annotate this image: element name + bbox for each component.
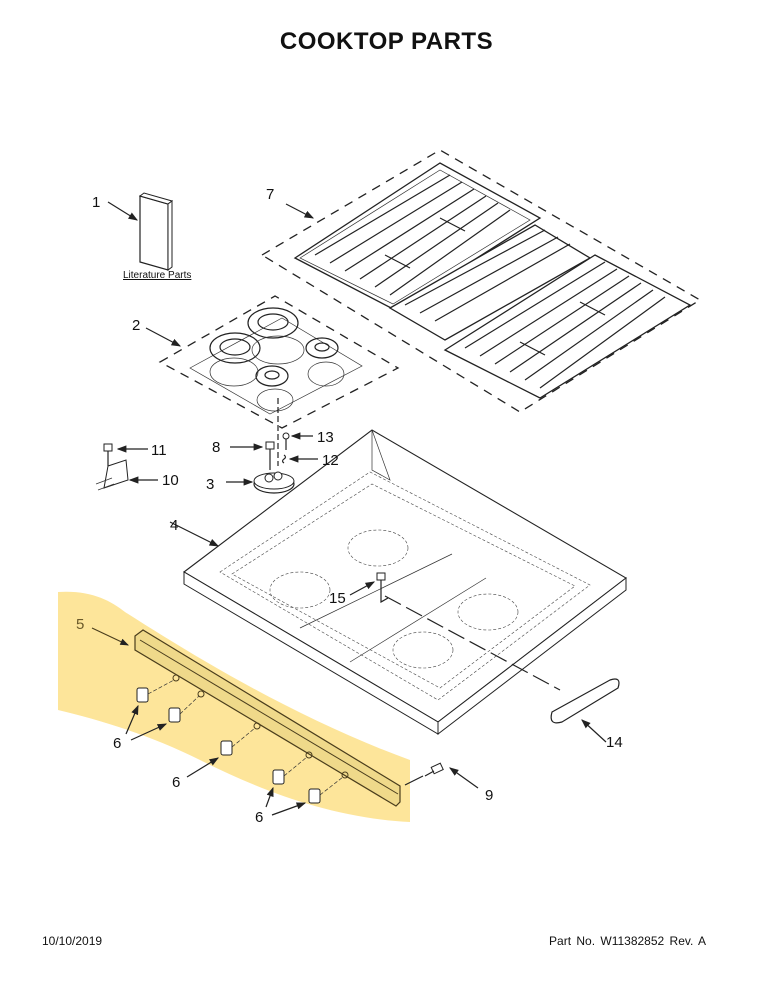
page-title: COOKTOP PARTS bbox=[279, 28, 494, 55]
callout-7: 7 bbox=[266, 186, 274, 203]
callout-2: 2 bbox=[132, 317, 140, 334]
document-date: 10/10/2019 bbox=[42, 934, 103, 948]
grate-foot-part-14[interactable] bbox=[550, 678, 620, 724]
burner-base-part-3[interactable] bbox=[253, 471, 295, 494]
spring-part-12[interactable] bbox=[281, 454, 287, 464]
screw-part-9[interactable] bbox=[404, 762, 444, 786]
callout-10: 10 bbox=[162, 472, 179, 489]
callout-1: 1 bbox=[92, 194, 100, 211]
callout-8: 8 bbox=[212, 439, 220, 456]
callout-3: 3 bbox=[206, 476, 214, 493]
knob-part-6[interactable] bbox=[136, 687, 321, 804]
callout-6c: 6 bbox=[255, 809, 263, 826]
callout-14: 14 bbox=[606, 734, 623, 751]
literature-parts-label: Literature Parts bbox=[123, 270, 191, 281]
callout-13: 13 bbox=[317, 429, 334, 446]
callout-5: 5 bbox=[76, 616, 84, 633]
grates-assembly[interactable] bbox=[260, 149, 702, 413]
cooktop-main-top[interactable] bbox=[183, 429, 627, 736]
control-panel-trim-part-5[interactable] bbox=[134, 629, 401, 807]
callout-15: 15 bbox=[329, 590, 346, 607]
part-number: Part No. W11382852 Rev. A bbox=[549, 934, 706, 948]
bracket-part-10[interactable] bbox=[95, 459, 129, 491]
literature-parts-booklet[interactable] bbox=[138, 192, 174, 271]
callout-11: 11 bbox=[151, 442, 167, 459]
callout-6b: 6 bbox=[172, 774, 180, 791]
screw-part-15[interactable] bbox=[376, 572, 389, 604]
burner-template[interactable] bbox=[158, 295, 400, 429]
screw-part-13[interactable] bbox=[282, 432, 290, 450]
screw-part-8[interactable] bbox=[265, 441, 275, 470]
callout-12: 12 bbox=[322, 452, 339, 469]
screw-part-11[interactable] bbox=[103, 443, 113, 466]
callout-9: 9 bbox=[485, 787, 493, 804]
callout-4: 4 bbox=[170, 517, 178, 534]
callout-6a: 6 bbox=[113, 735, 121, 752]
